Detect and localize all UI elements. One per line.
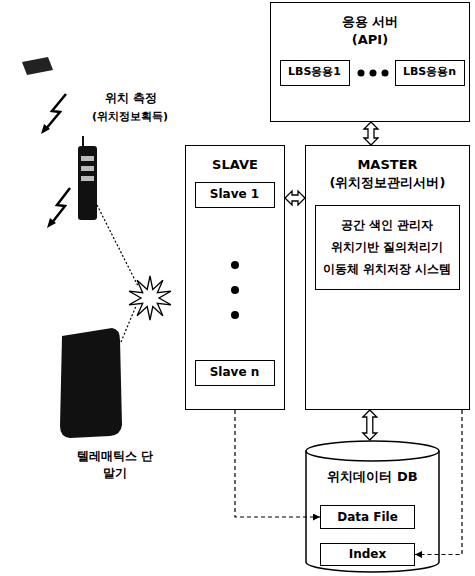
vehicle-shape bbox=[22, 57, 53, 75]
node-title: (API) bbox=[352, 31, 388, 49]
double-arrow bbox=[285, 191, 305, 205]
index-box: Index bbox=[320, 543, 415, 566]
phone-screen bbox=[81, 176, 94, 181]
file-box: Data File bbox=[320, 505, 415, 529]
node-title: 위치데이터 DB bbox=[327, 468, 417, 486]
signal-burst bbox=[129, 276, 171, 320]
node-label: 공간 색인 관리자 bbox=[341, 217, 433, 233]
telematics-device bbox=[60, 328, 122, 438]
phone-icon bbox=[78, 146, 97, 220]
annotation-label: 텔레매틱스 단말기 bbox=[75, 448, 155, 482]
lightning-tip bbox=[41, 124, 50, 134]
slave-group: SLAVE Slave 1 Slave n bbox=[185, 145, 285, 410]
node-label: LBS응용1 bbox=[288, 65, 341, 80]
node-label: 위치기반 질의처리기 bbox=[331, 239, 443, 255]
ellipsis-dot bbox=[231, 261, 239, 269]
node-label: LBS응용n bbox=[403, 65, 456, 80]
node-title: MASTER bbox=[357, 156, 417, 174]
app-box: LBS응용n bbox=[395, 60, 465, 86]
double-arrow bbox=[364, 122, 378, 145]
slave-box: Slave 1 bbox=[195, 182, 275, 208]
database-cylinder: 위치데이터 DB Data FileIndex bbox=[305, 440, 440, 573]
cylinder-top bbox=[306, 441, 439, 461]
annotation-label: 위치 측정 bbox=[85, 90, 177, 107]
node-label: Slave 1 bbox=[210, 186, 259, 202]
cylinder-body bbox=[306, 451, 439, 572]
dashed-arrow bbox=[235, 410, 320, 517]
master-box: MASTER(위치정보관리서버) 공간 색인 관리자위치기반 질의처리기이동체 위… bbox=[305, 145, 470, 410]
annotation-label: (위치정보획득) bbox=[80, 109, 180, 124]
node-label: Slave n bbox=[210, 364, 260, 380]
node-label: Data File bbox=[337, 509, 398, 525]
lightning-bolt bbox=[51, 188, 70, 224]
lightning-bolt bbox=[45, 94, 66, 130]
slave-box: Slave n bbox=[195, 360, 275, 386]
phone-screen bbox=[81, 166, 94, 171]
server-box: 응용 서버(API) LBS응용1 LBS응용n bbox=[270, 2, 470, 122]
ellipsis-dot bbox=[231, 286, 239, 294]
node-title: (위치정보관리서버) bbox=[330, 174, 446, 192]
ellipsis-dot bbox=[370, 70, 377, 77]
node-label: 이동체 위치저장 시스템 bbox=[323, 261, 451, 277]
module-box: 공간 색인 관리자위치기반 질의처리기이동체 위치저장 시스템 bbox=[315, 205, 460, 290]
node-label: Index bbox=[349, 546, 386, 562]
node-title: SLAVE bbox=[212, 156, 258, 174]
ellipsis-dot bbox=[382, 70, 389, 77]
phone-screen bbox=[81, 156, 94, 161]
signal-line bbox=[121, 306, 136, 342]
lightning-tip bbox=[47, 218, 56, 228]
signal-line bbox=[97, 205, 138, 286]
ellipsis-dot bbox=[358, 70, 365, 77]
double-arrow bbox=[363, 410, 377, 440]
app-box: LBS응용1 bbox=[280, 60, 350, 86]
ellipsis-dot bbox=[231, 311, 239, 319]
node-title: 응용 서버 bbox=[342, 13, 399, 31]
